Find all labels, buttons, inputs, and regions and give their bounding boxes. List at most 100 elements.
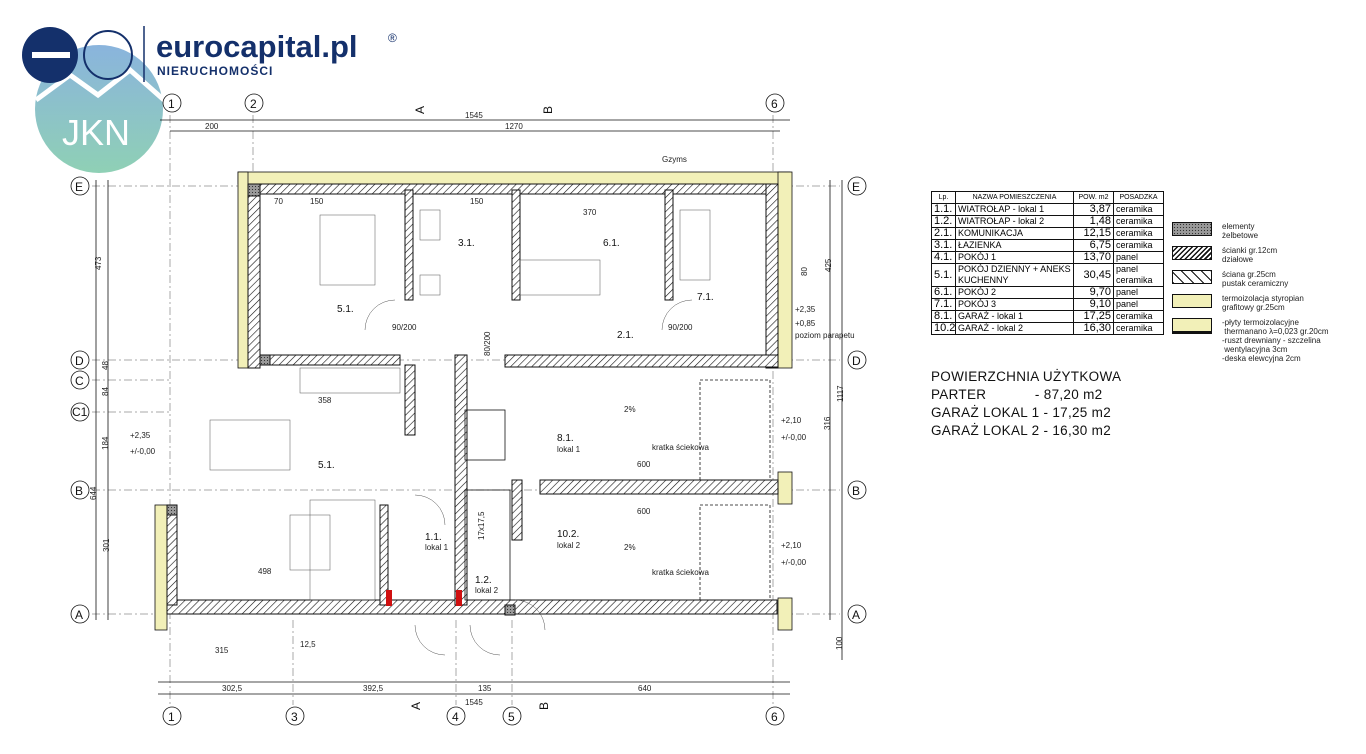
room-label: 2.1.	[617, 330, 634, 341]
room-label: 7.1.	[697, 292, 714, 303]
dim-label: 150	[310, 197, 324, 206]
dim-label: 315	[215, 646, 229, 655]
dim-label: 184	[101, 436, 110, 450]
dim-label: 80	[800, 267, 809, 276]
row-number: 10.2.	[931, 322, 956, 335]
cornice-label: Gzyms	[662, 155, 687, 164]
room-schedule-table: Lp. NAZWA POMIESZCZENIA POW. m2 POSADZKA…	[931, 191, 1164, 335]
summary-title: POWIERZCHNIA UŻYTKOWA	[931, 369, 1122, 384]
row-number: 6.1.	[931, 286, 956, 299]
col-header: POSADZKA	[1113, 191, 1164, 204]
room-label: 1.2.	[475, 575, 492, 586]
usable-area-summary: POWIERZCHNIA UŻYTKOWA PARTER - 87,20 m2 …	[931, 368, 1121, 440]
room-name: WIATROŁAP - lokal 2	[955, 215, 1074, 228]
row-number: 4.1.	[931, 251, 956, 264]
dim-label: 301	[102, 538, 111, 552]
floor-finish: ceramika	[1113, 239, 1164, 252]
room-sublabel: lokal 2	[557, 541, 581, 550]
room-area: 12,15	[1073, 227, 1114, 240]
axis-label: A	[852, 608, 860, 622]
dim-label: 600	[637, 460, 651, 469]
room-area: 6,75	[1073, 239, 1114, 252]
stair-dim-label: 17x17,5	[477, 511, 486, 540]
door-label: 80/200	[483, 331, 492, 356]
axis-label: 6	[771, 710, 778, 724]
axis-bubbles-top: 1 2 6	[162, 93, 785, 113]
axis-label: C1	[72, 405, 88, 419]
dim-label: 1117	[836, 385, 845, 402]
legend-item: ściana gr.25cm pustak ceramiczny	[1172, 270, 1329, 288]
axis-label: C	[75, 374, 84, 388]
partition-swatch	[1172, 246, 1212, 260]
legend-label: ścianki gr.12cm działowe	[1222, 246, 1278, 264]
room-area: 9,70	[1073, 286, 1114, 299]
room-area: 30,45	[1073, 263, 1114, 287]
meter-box	[456, 590, 462, 606]
insulation-board-swatch	[1172, 318, 1212, 334]
col-header: NAZWA POMIESZCZENIA	[955, 191, 1074, 204]
level-label: +2,10	[781, 416, 802, 425]
brand-subtitle: NIERUCHOMOŚCI	[157, 63, 273, 78]
wall-swatch	[1172, 270, 1212, 284]
floor-finish: ceramika	[1113, 310, 1164, 323]
room-name: WIATROŁAP - lokal 1	[955, 203, 1074, 216]
concrete-swatch	[1172, 222, 1212, 236]
dim-label: 1545	[465, 111, 483, 120]
door-label: 90/200	[392, 323, 417, 332]
level-label: +/-0,00	[781, 433, 807, 442]
section-label: A	[409, 702, 423, 710]
slope-label: 2%	[624, 405, 636, 414]
room-name: GARAŻ - lokal 1	[955, 310, 1074, 323]
room-name: POKÓJ 1	[955, 251, 1074, 264]
room-area: 13,70	[1073, 251, 1114, 264]
dim-label: 1270	[505, 122, 523, 131]
row-number: 7.1.	[931, 298, 956, 311]
badge-text: JKN	[62, 112, 130, 153]
dim-label: 473	[94, 256, 103, 270]
room-name: ŁAZIENKA	[955, 239, 1074, 252]
dimensions: 1545 200 1270 1545 302,5 392,5 135 640 3…	[89, 111, 845, 707]
dim-label: 12,5	[300, 640, 316, 649]
dim-label: 358	[318, 396, 332, 405]
axis-label: 6	[771, 97, 778, 111]
room-label: 1.1.	[425, 532, 442, 543]
room-name: POKÓJ 2	[955, 286, 1074, 299]
axis-label: 5	[508, 710, 515, 724]
axis-bubbles-right: E D B A	[847, 176, 867, 624]
dim-label: 84	[101, 387, 110, 396]
dim-label: 135	[478, 684, 492, 693]
doors	[364, 299, 693, 656]
axis-label: B	[852, 484, 860, 498]
room-label: 5.1.	[337, 304, 354, 315]
summary-line: GARAŻ LOKAL 2 - 16,30 m2	[931, 423, 1112, 438]
insulation-swatch	[1172, 294, 1212, 308]
col-header: POW. m2	[1073, 191, 1114, 204]
dim-label: 200	[205, 122, 219, 131]
axis-bubbles-left: E D C C1 B A	[70, 176, 90, 624]
legend-label: ściana gr.25cm pustak ceramiczny	[1222, 270, 1289, 288]
room-label: 8.1.	[557, 433, 574, 444]
axis-label: 1	[168, 97, 175, 111]
brand-name: eurocapital.pl	[156, 29, 358, 64]
dim-label: 644	[89, 486, 98, 500]
room-label: 3.1.	[458, 238, 475, 249]
floor-finish: panel	[1113, 251, 1164, 264]
legend-item: elementy żelbetowe	[1172, 222, 1329, 240]
row-number: 1.2.	[931, 215, 956, 228]
row-number: 5.1.	[931, 263, 956, 287]
dim-label: 392,5	[363, 684, 384, 693]
room-label: 10.2.	[557, 529, 579, 540]
insulation	[154, 171, 793, 631]
col-header: Lp.	[931, 191, 956, 204]
axis-label: 1	[168, 710, 175, 724]
legend-label: elementy żelbetowe	[1222, 222, 1259, 240]
axis-label: 2	[250, 97, 257, 111]
row-number: 1.1.	[931, 203, 956, 216]
room-sublabel: lokal 1	[425, 543, 449, 552]
room-labels: 5.1. 3.1. 6.1. 7.1. 2.1. 5.1. 8.1. lokal…	[318, 238, 714, 595]
